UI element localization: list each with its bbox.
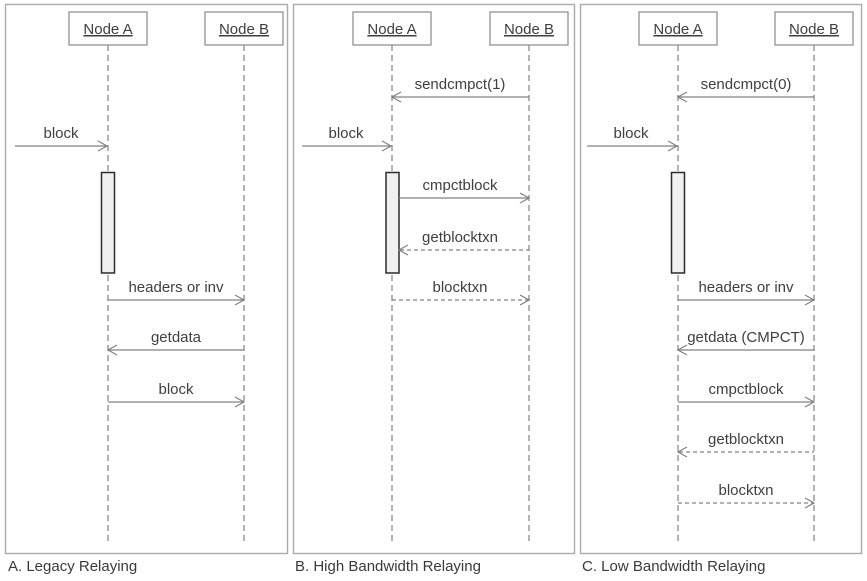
arrowhead-left [676,91,688,103]
arrowhead-right [804,497,816,509]
actor-node-a: Node A [352,11,432,46]
arrowhead-right [234,396,246,408]
actor-node-a: Node A [68,11,148,46]
actor-label: Node B [504,21,554,38]
message-headers-or-inv: headers or inv [678,279,816,306]
message-label: getdata (CMPCT) [687,329,805,346]
message-label: getblocktxn [708,431,784,448]
arrowhead-left [106,344,118,356]
message-getdata: getdata [106,329,244,356]
actor-box [774,11,854,46]
arrowhead-left [676,344,688,356]
actor-box [204,11,284,46]
panel-caption: B. High Bandwidth Relaying [295,558,481,575]
message-block-relay: block [108,381,246,408]
arrowhead-left [390,91,402,103]
message-headers-or-inv: headers or inv [108,279,246,306]
actor-node-b: Node B [204,11,284,46]
actor-node-a: Node A [638,11,718,46]
message-label: block [613,125,649,142]
actor-label: Node A [367,21,416,38]
message-cmpctblock: cmpctblock [399,177,531,204]
activation-bar-node-a [385,171,400,274]
panel-border [292,3,576,555]
panel-border [579,3,863,555]
activation-bar-node-a [670,171,686,274]
actor-node-b: Node B [489,11,569,46]
panel-caption: C. Low Bandwidth Relaying [582,558,765,575]
activation-bar-node-a [100,171,116,274]
actor-label: Node B [219,21,269,38]
arrowhead-right [804,396,816,408]
actor-box [638,11,718,46]
panel-border [4,3,289,555]
message-cmpctblock: cmpctblock [678,381,816,408]
message-getblocktxn: getblocktxn [397,229,529,256]
message-label: blocktxn [432,279,487,296]
message-label: getblocktxn [422,229,498,246]
message-blocktxn: blocktxn [678,482,816,509]
message-label: cmpctblock [708,381,784,398]
message-label: block [328,125,364,142]
arrowhead-right [804,294,816,306]
actor-label: Node B [789,21,839,38]
panel-caption: A. Legacy Relaying [8,558,137,575]
message-label: sendcmpct(0) [701,76,792,93]
actor-node-b: Node B [774,11,854,46]
message-label: headers or inv [128,279,224,296]
message-blocktxn: blocktxn [392,279,531,306]
panel-high-bandwidth-relaying: Node A Node B sendcmpct(1) block cmpctbl… [292,3,576,575]
arrowhead-left [676,446,688,458]
message-block-incoming: block [587,125,679,152]
arrowhead-right [97,140,109,152]
arrowhead-right [667,140,679,152]
actor-box [352,11,432,46]
message-label: blocktxn [718,482,773,499]
message-sendcmpct-1: sendcmpct(1) [390,76,529,103]
arrowhead-right [234,294,246,306]
actor-box [68,11,148,46]
message-getdata-cmpct: getdata (CMPCT) [676,329,814,356]
arrowhead-right [381,140,393,152]
message-block-incoming: block [15,125,109,152]
arrowhead-left [397,244,409,256]
message-label: block [43,125,79,142]
actor-label: Node A [83,21,132,38]
message-getblocktxn: getblocktxn [676,431,814,458]
message-label: sendcmpct(1) [415,76,506,93]
message-sendcmpct-0: sendcmpct(0) [676,76,814,103]
message-label: cmpctblock [422,177,498,194]
panel-low-bandwidth-relaying: Node A Node B sendcmpct(0) block headers… [579,3,863,575]
message-block-incoming: block [302,125,393,152]
arrowhead-right [519,192,531,204]
message-label: getdata [151,329,202,346]
actor-box [489,11,569,46]
arrowhead-right [519,294,531,306]
actor-label: Node A [653,21,702,38]
message-label: headers or inv [698,279,794,296]
panel-legacy-relaying: Node A Node B block headers or inv getda… [4,3,289,575]
message-label: block [158,381,194,398]
